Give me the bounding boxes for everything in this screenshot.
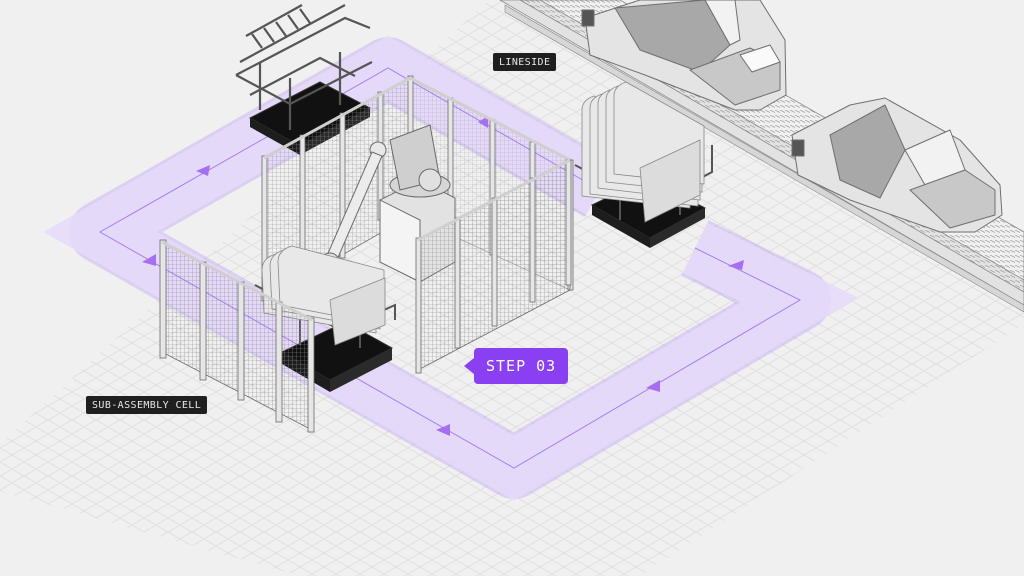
arrow-icon bbox=[196, 165, 210, 176]
arrow-icon bbox=[728, 260, 744, 270]
car-body-1 bbox=[581, 0, 787, 111]
car-body-2 bbox=[791, 97, 1003, 233]
sub-assembly-cell-label: SUB-ASSEMBLY CELL bbox=[86, 396, 208, 414]
safety-cage-left bbox=[159, 239, 315, 433]
lineside-label: LINESIDE bbox=[493, 53, 557, 71]
arrow-icon bbox=[646, 380, 660, 392]
arrow-icon bbox=[142, 254, 156, 266]
agv-robot-right bbox=[574, 81, 713, 248]
arrow-icon bbox=[436, 424, 450, 436]
step-badge: STEP 03 bbox=[463, 348, 569, 384]
safety-cage-front bbox=[415, 158, 572, 374]
